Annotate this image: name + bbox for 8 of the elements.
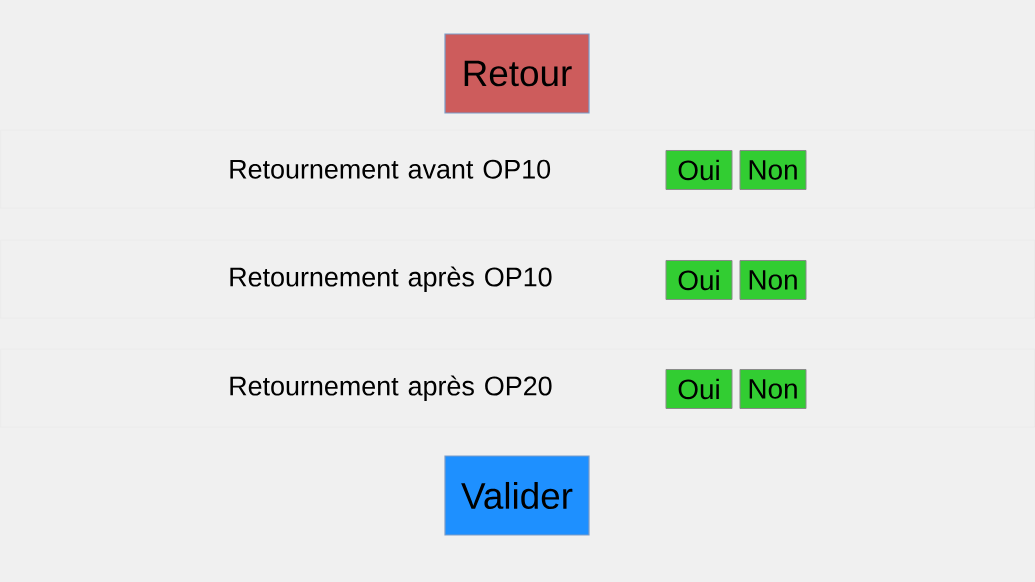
choice-button: Non [739,369,807,409]
choice-button: Non [739,150,807,190]
choice-button: Oui [665,369,733,409]
choice-button: Oui [665,260,733,300]
choice-button: Oui [665,150,733,190]
action-button: Valider [444,455,590,536]
action-button: Retour [444,33,590,114]
choice-button: Non [739,260,807,300]
